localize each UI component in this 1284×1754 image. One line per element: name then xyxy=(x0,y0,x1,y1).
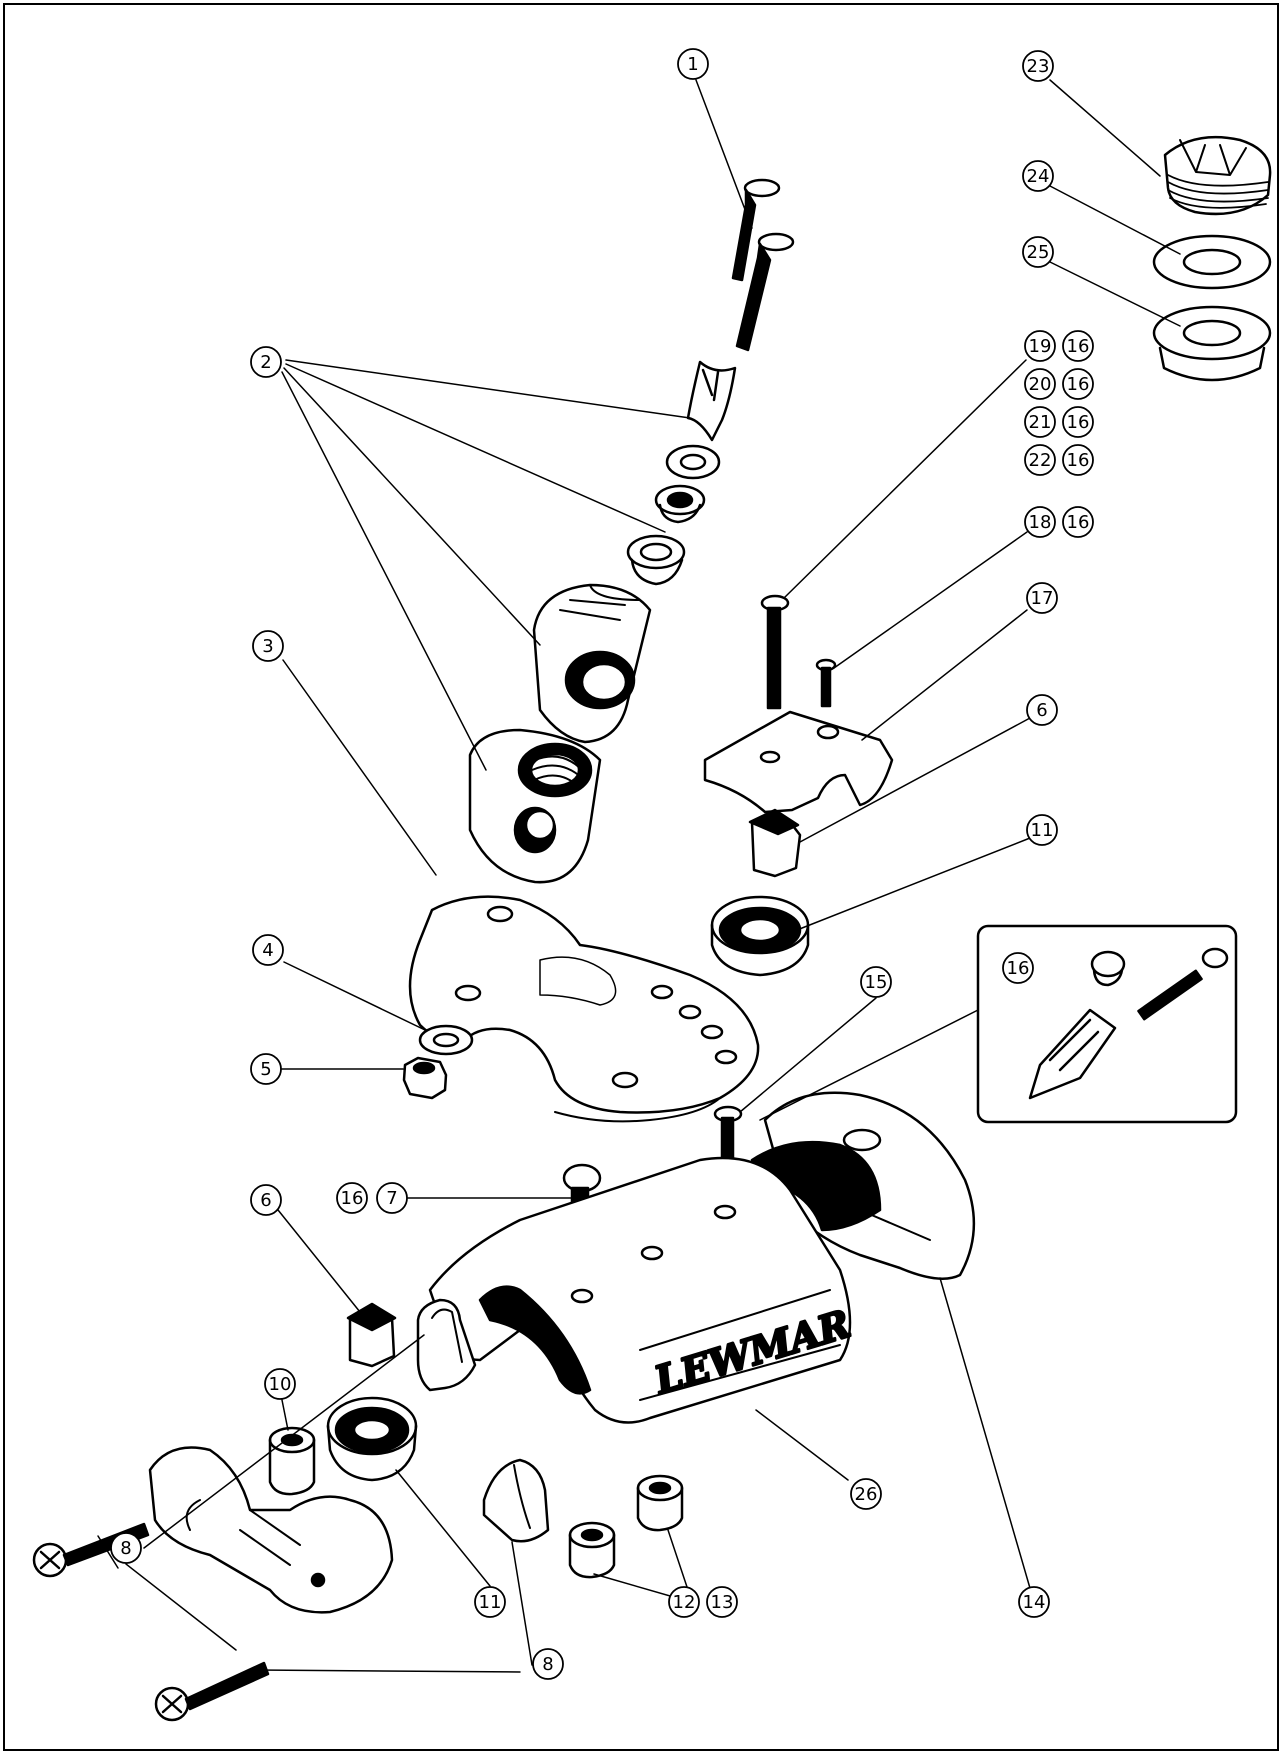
part-17-cover-plate xyxy=(703,710,894,814)
svg-text:12: 12 xyxy=(673,1592,696,1613)
callout-14: 14 xyxy=(1018,1586,1050,1618)
callout-22: 22 xyxy=(1024,444,1056,476)
svg-text:7: 7 xyxy=(386,1188,397,1209)
part-13-bush xyxy=(636,1474,684,1532)
callout-1: 1 xyxy=(677,48,709,80)
callout-8-a: 8 xyxy=(110,1532,142,1564)
part-4-washer xyxy=(418,1024,474,1056)
leader-lines xyxy=(97,79,1181,1673)
part-12-bush xyxy=(568,1521,616,1579)
callout-24: 24 xyxy=(1022,160,1054,192)
callout-20: 20 xyxy=(1024,368,1056,400)
drawing-frame xyxy=(3,3,1279,1751)
svg-text:23: 23 xyxy=(1027,56,1050,77)
svg-text:8: 8 xyxy=(120,1538,131,1559)
svg-text:11: 11 xyxy=(479,1592,502,1613)
callout-8-c: 8 xyxy=(532,1648,564,1680)
svg-text:16: 16 xyxy=(341,1188,364,1209)
svg-text:16: 16 xyxy=(1007,958,1030,979)
svg-text:20: 20 xyxy=(1029,374,1052,395)
part-6-lower-block xyxy=(346,1302,397,1368)
part-18-screw xyxy=(815,658,837,708)
part-3-base-plate xyxy=(408,895,760,1123)
callout-bubbles: 1 2 3 4 5 23 24 25 19 16 20 16 21 16 22 … xyxy=(110,48,1094,1680)
callout-26: 26 xyxy=(850,1478,882,1510)
svg-text:13: 13 xyxy=(711,1592,734,1613)
svg-text:22: 22 xyxy=(1029,450,1052,471)
svg-text:17: 17 xyxy=(1031,588,1054,609)
part-10-bush xyxy=(268,1426,316,1496)
svg-text:16: 16 xyxy=(1067,512,1090,533)
callout-11-upper: 11 xyxy=(1026,814,1058,846)
part-11-lower-sheave xyxy=(326,1396,418,1482)
svg-text:4: 4 xyxy=(262,940,273,961)
part-5-nut xyxy=(402,1056,448,1100)
callout-3: 3 xyxy=(252,630,284,662)
callout-15: 15 xyxy=(860,966,892,998)
callout-6-lower: 6 xyxy=(250,1184,282,1216)
svg-text:21: 21 xyxy=(1029,412,1052,433)
callout-21: 21 xyxy=(1024,406,1056,438)
svg-text:5: 5 xyxy=(260,1059,271,1080)
callout-22-16: 16 xyxy=(1062,444,1094,476)
svg-text:16: 16 xyxy=(1067,450,1090,471)
callout-6-upper: 6 xyxy=(1026,694,1058,726)
svg-text:16: 16 xyxy=(1067,412,1090,433)
callout-19: 19 xyxy=(1024,330,1056,362)
callout-17: 17 xyxy=(1026,582,1058,614)
part-8-wedge xyxy=(482,1458,550,1543)
callout-7: 7 xyxy=(376,1182,408,1214)
svg-text:19: 19 xyxy=(1029,336,1052,357)
part-23-threaded-plug xyxy=(1163,135,1272,216)
part-1-screws xyxy=(731,178,795,352)
callout-19-16: 16 xyxy=(1062,330,1094,362)
svg-text:18: 18 xyxy=(1029,512,1052,533)
part-2-cam-assembly xyxy=(468,360,737,884)
callout-20-16: 16 xyxy=(1062,368,1094,400)
main-car-body xyxy=(428,1156,852,1424)
part-11-upper-sheave xyxy=(710,895,810,977)
svg-text:2: 2 xyxy=(260,352,271,373)
part-6-upper-block xyxy=(748,808,802,878)
callout-7-16: 16 xyxy=(336,1182,368,1214)
part-25-seal xyxy=(1152,305,1272,382)
callout-18: 18 xyxy=(1024,506,1056,538)
callout-21-16: 16 xyxy=(1062,406,1094,438)
part-8-side-bracket xyxy=(416,1298,477,1392)
part-8-clamp-body xyxy=(148,1446,394,1614)
callout-5: 5 xyxy=(250,1053,282,1085)
callout-10: 10 xyxy=(264,1368,296,1400)
svg-text:15: 15 xyxy=(865,972,888,993)
svg-text:16: 16 xyxy=(1067,374,1090,395)
part-8-long-screw-lower xyxy=(154,1661,270,1722)
svg-text:24: 24 xyxy=(1027,166,1050,187)
callout-11-lower: 11 xyxy=(474,1586,506,1618)
svg-text:10: 10 xyxy=(269,1374,292,1395)
part-24-washer xyxy=(1152,234,1272,290)
inset-box-16 xyxy=(976,924,1238,1124)
svg-text:16: 16 xyxy=(1067,336,1090,357)
svg-text:6: 6 xyxy=(1036,700,1047,721)
svg-text:14: 14 xyxy=(1023,1592,1046,1613)
callout-13: 13 xyxy=(706,1586,738,1618)
svg-text:8: 8 xyxy=(542,1654,553,1675)
svg-text:26: 26 xyxy=(855,1484,878,1505)
callout-18-16: 16 xyxy=(1062,506,1094,538)
svg-text:25: 25 xyxy=(1027,242,1050,263)
callout-25: 25 xyxy=(1022,236,1054,268)
part-19-screw xyxy=(760,594,790,710)
callout-12: 12 xyxy=(668,1586,700,1618)
callout-23: 23 xyxy=(1022,50,1054,82)
svg-text:3: 3 xyxy=(262,636,273,657)
callout-2: 2 xyxy=(250,346,282,378)
callout-4: 4 xyxy=(252,934,284,966)
svg-text:11: 11 xyxy=(1031,820,1054,841)
svg-text:6: 6 xyxy=(260,1190,271,1211)
svg-text:1: 1 xyxy=(687,54,698,75)
callout-16-inset: 16 xyxy=(1002,952,1034,984)
